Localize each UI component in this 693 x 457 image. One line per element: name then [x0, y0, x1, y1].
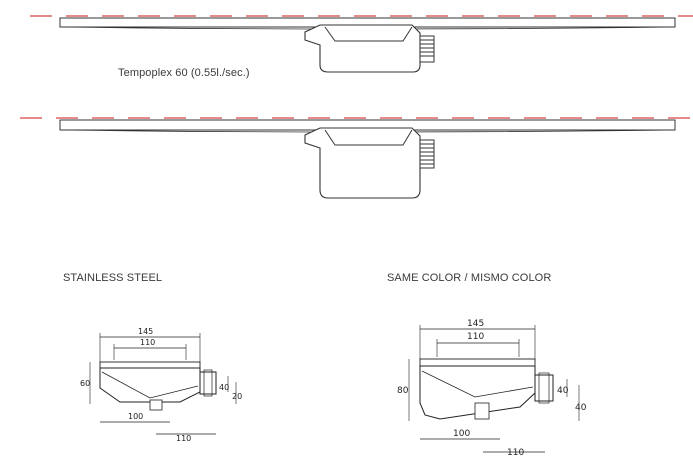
dim-base-width: 100: [128, 412, 143, 421]
dim-outlet-diameter: 40: [557, 386, 569, 396]
stainless-steel-heading: STAINLESS STEEL: [63, 272, 163, 284]
dim-base-width: 100: [453, 429, 470, 439]
dim-height-total: 60: [80, 379, 90, 388]
same-color-heading: SAME COLOR / MISMO COLOR: [387, 272, 552, 284]
dim-width-inner: 110: [140, 338, 155, 347]
technical-drawing-same-color: 145 110 80 40 40 100 110: [397, 319, 587, 457]
dim-width-outer: 145: [138, 327, 153, 336]
dim-width-inner: 110: [467, 332, 484, 342]
dim-width-outer: 145: [467, 319, 484, 329]
dim-outlet-offset: 110: [507, 448, 524, 457]
dim-outlet-diameter: 40: [219, 383, 229, 392]
drain-outlet-ribs: [419, 139, 435, 169]
dim-outlet-height: 40: [575, 403, 587, 413]
dim-outlet-height: 20: [232, 392, 242, 401]
shower-tray-section-1: [30, 15, 693, 73]
drain-trap-body: [304, 24, 421, 73]
technical-drawing-stainless: 145 110 60 40 20 100 110: [80, 327, 242, 443]
dim-height-total: 80: [397, 386, 409, 396]
model-caption: Tempoplex 60 (0.55l./sec.): [118, 67, 250, 79]
drain-outlet-ribs: [419, 35, 435, 63]
drain-trap-body: [304, 127, 421, 199]
dim-outlet-offset: 110: [176, 434, 191, 443]
shower-tray-section-2: [20, 117, 693, 199]
